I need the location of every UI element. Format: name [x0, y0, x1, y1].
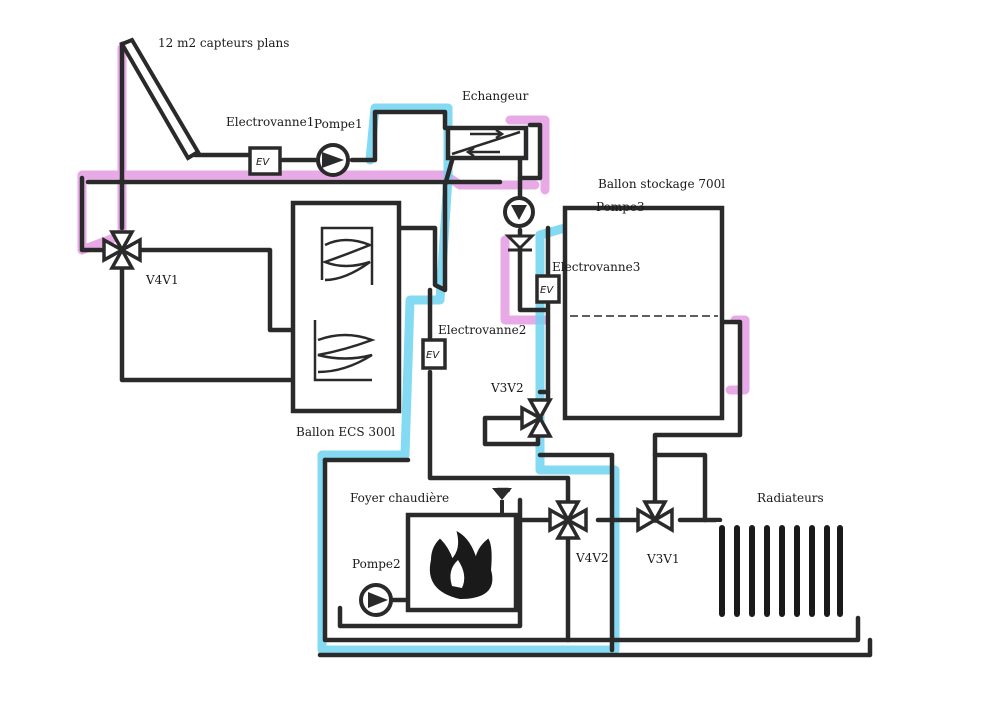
pump2-icon: [359, 583, 393, 617]
boiler-furnace: [405, 512, 519, 613]
check-valve-icon: [504, 234, 536, 252]
label-v4v2: V4V2: [575, 551, 609, 565]
pipes: [79, 41, 873, 658]
svg-text:EV: EV: [426, 350, 440, 361]
label-radiateurs: Radiateurs: [757, 491, 824, 505]
solar-collector-icon: [119, 37, 201, 161]
label-electrovanne2: Electrovanne2: [438, 323, 526, 337]
coil-icon: [317, 333, 376, 374]
boiler-valve-icon: [492, 488, 512, 514]
v4v2-four-way-valve-icon: [548, 500, 588, 540]
v3v2-three-way-valve-icon: [520, 398, 553, 438]
pump1-icon: [316, 143, 350, 177]
svg-text:EV: EV: [540, 285, 554, 296]
ballon-stockage-tank: [562, 205, 725, 421]
label-v3v1: V3V1: [646, 552, 680, 566]
label-ballon-stockage: Ballon stockage 700l: [598, 177, 725, 191]
label-v4v1: V4V1: [145, 273, 179, 287]
label-electrovanne1: Electrovanne1: [226, 115, 314, 129]
label-pompe1: Pompe1: [314, 117, 363, 131]
label-ballon-ecs: Ballon ECS 300l: [296, 425, 395, 439]
label-echangeur: Echangeur: [462, 89, 529, 103]
label-collectors: 12 m2 capteurs plans: [158, 36, 289, 50]
label-pompe3: Pompe3: [596, 200, 645, 214]
electrovalve3-icon: EV: [535, 274, 561, 304]
radiator-icon: [716, 522, 844, 620]
electrovalve2-icon: EV: [421, 338, 447, 370]
exchanger-icon: [445, 125, 529, 161]
v3v1-three-way-valve-icon: [636, 500, 674, 534]
coil-icon: [321, 238, 374, 282]
label-v3v2: V3V2: [490, 381, 524, 395]
ballon-ecs-tank: [290, 200, 402, 414]
v4v1-four-way-valve-icon: [102, 230, 142, 270]
label-electrovanne3: Electrovanne3: [552, 260, 640, 274]
electrovalve1-icon: EV: [248, 146, 282, 176]
svg-text:EV: EV: [256, 157, 270, 168]
label-foyer: Foyer chaudière: [350, 491, 449, 505]
label-pompe2: Pompe2: [352, 557, 401, 571]
pump3-icon: [503, 196, 535, 228]
